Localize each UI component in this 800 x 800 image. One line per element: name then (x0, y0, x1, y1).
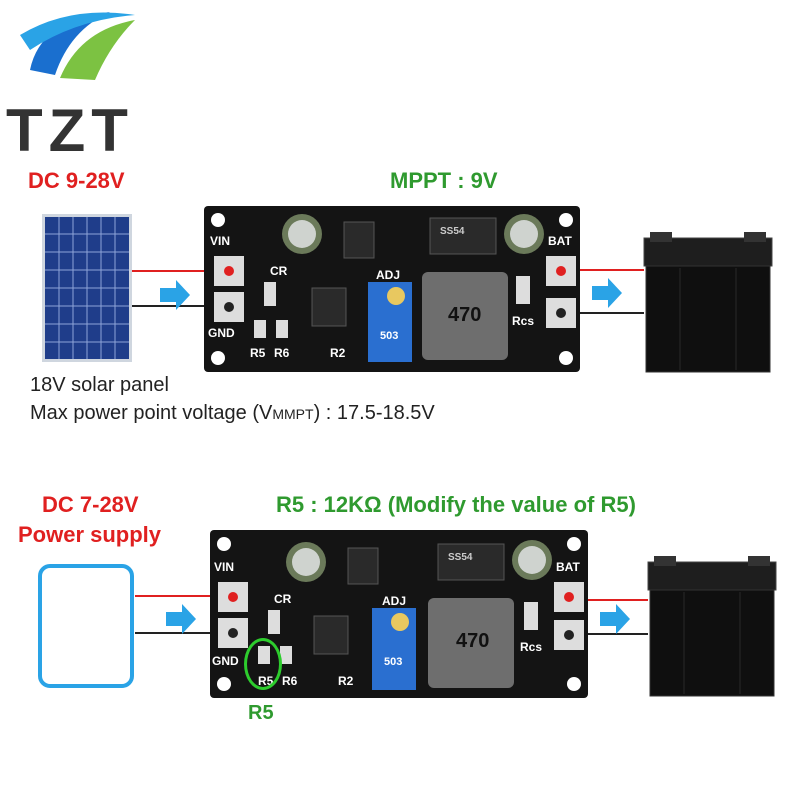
mpp-voltage-line: Max power point voltage (VMMPT) : 17.5-1… (30, 402, 435, 425)
board-diode-label: SS54 (440, 226, 465, 237)
r5-callout-label: R5 (248, 702, 274, 724)
board-cr-label: CR (274, 592, 292, 606)
mpp-subscript: MMPT (272, 406, 314, 422)
solar-panel (42, 214, 132, 362)
mpp-suffix: ) : 17.5-18.5V (313, 402, 435, 424)
mppt-board-top: VIN GND BAT CR ADJ R5 R6 R2 Rcs SS54 470… (204, 206, 580, 372)
brand-logo (0, 0, 160, 150)
panel-description: 18V solar panel (30, 374, 169, 396)
r5-modify-label: R5 : 12KΩ (Modify the value of R5) (276, 492, 636, 517)
board-pot-label: 503 (384, 656, 403, 668)
board-r2-label: R2 (338, 674, 354, 688)
board-r2-label: R2 (330, 346, 346, 360)
arrow-right-icon (592, 278, 622, 308)
r5-highlight-ring (244, 638, 282, 690)
mppt-board-bottom: VIN GND BAT CR ADJ R5 R6 R2 Rcs SS54 470… (210, 530, 588, 698)
board-bat-label: BAT (556, 560, 580, 574)
board-vin-label: VIN (210, 234, 231, 248)
brand-name: TZT (6, 97, 134, 164)
board-adj-label: ADJ (382, 594, 407, 608)
power-supply-box (38, 564, 134, 688)
board-gnd-label: GND (212, 654, 239, 668)
logo-icon (20, 12, 135, 80)
board-cr-label: CR (270, 264, 288, 278)
arrow-right-icon (600, 604, 630, 634)
board-inductor-label: 470 (456, 630, 490, 652)
board-rcs-label: Rcs (512, 314, 535, 328)
board-bat-label: BAT (548, 234, 572, 248)
board-gnd-label: GND (208, 326, 235, 340)
board-rcs-label: Rcs (520, 640, 543, 654)
arrow-right-icon (166, 604, 196, 634)
board-diode-label: SS54 (448, 552, 473, 563)
input-voltage-label: DC 9-28V (28, 168, 125, 193)
board-r6-label: R6 (282, 674, 298, 688)
battery-top (640, 232, 776, 374)
mpp-prefix: Max power point voltage (V (30, 402, 273, 424)
board-inductor-label: 470 (448, 304, 482, 326)
power-supply-label: Power supply (18, 522, 162, 547)
board-pot-label: 503 (380, 330, 399, 342)
arrow-right-icon (160, 280, 190, 310)
bottom-input-voltage-label: DC 7-28V (42, 492, 139, 517)
board-vin-label: VIN (214, 560, 235, 574)
mppt-label: MPPT : 9V (390, 168, 498, 193)
board-r5-label: R5 (250, 346, 266, 360)
battery-bottom (644, 556, 780, 698)
board-adj-label: ADJ (376, 268, 401, 282)
board-r6-label: R6 (274, 346, 290, 360)
